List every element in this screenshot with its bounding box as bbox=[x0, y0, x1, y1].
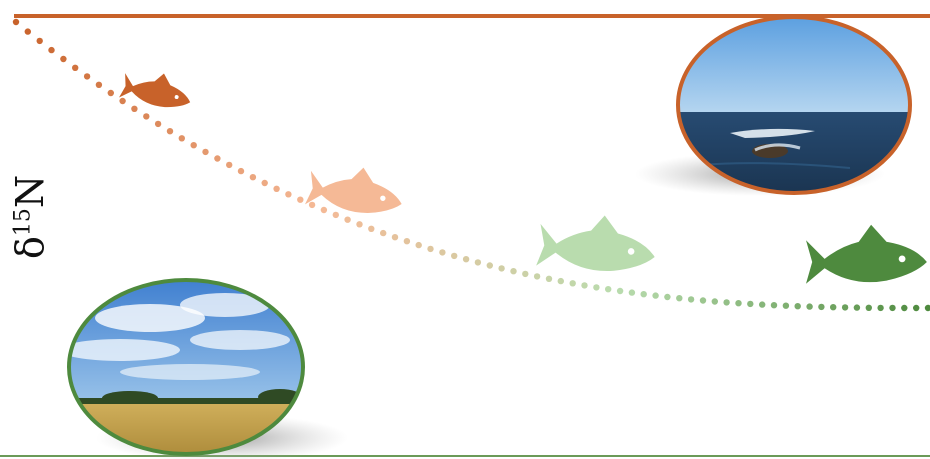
trajectory-dot bbox=[332, 211, 339, 219]
trajectory-dot bbox=[344, 216, 351, 223]
trajectory-dot bbox=[924, 304, 930, 312]
trajectory-dot bbox=[652, 292, 659, 299]
trajectory-dot bbox=[24, 28, 31, 35]
element-symbol: N bbox=[8, 174, 52, 209]
trajectory-dot bbox=[747, 300, 754, 308]
trajectory-dot bbox=[664, 293, 671, 301]
trajectory-dot bbox=[403, 238, 411, 245]
trajectory-dot bbox=[853, 304, 861, 311]
trajectory-dot bbox=[877, 304, 884, 312]
trajectory-dot bbox=[273, 185, 280, 192]
trajectory-dot bbox=[735, 300, 742, 307]
trajectory-dot bbox=[830, 304, 837, 311]
trajectory-dot bbox=[83, 73, 91, 80]
trajectory-dot bbox=[214, 155, 221, 162]
trajectory-dot bbox=[439, 249, 446, 256]
terrestrial-photo-border bbox=[67, 278, 305, 456]
trajectory-dot bbox=[687, 296, 695, 303]
trajectory-dot bbox=[48, 46, 55, 54]
trophic-trajectory-dots bbox=[12, 18, 930, 312]
trajectory-dot bbox=[356, 221, 363, 228]
trajectory-dot bbox=[60, 55, 67, 63]
trajectory-dot bbox=[190, 142, 197, 149]
trajectory-dot bbox=[72, 64, 79, 72]
trajectory-dot bbox=[569, 280, 576, 287]
trajectory-dot bbox=[759, 301, 766, 308]
trajectory-dot bbox=[616, 287, 624, 295]
trajectory-dot bbox=[131, 105, 138, 113]
trajectory-dot bbox=[545, 275, 553, 282]
isotope-mass-superscript: 15 bbox=[10, 208, 36, 237]
trajectory-dot bbox=[249, 174, 257, 181]
trajectory-dot bbox=[711, 298, 718, 305]
trajectory-dot bbox=[676, 295, 683, 302]
marine-photo-border bbox=[676, 15, 912, 195]
trajectory-dot bbox=[143, 113, 150, 120]
trajectory-dot bbox=[285, 191, 292, 198]
fish-icon-low bbox=[806, 224, 927, 284]
trajectory-dot bbox=[226, 161, 233, 169]
trajectory-dot bbox=[36, 37, 43, 45]
trajectory-dot bbox=[486, 262, 493, 269]
trajectory-dot bbox=[462, 256, 470, 263]
trajectory-dot bbox=[913, 304, 920, 312]
trajectory-dot bbox=[95, 81, 103, 89]
trajectory-dot bbox=[320, 206, 328, 214]
trajectory-dot bbox=[841, 304, 849, 311]
trajectory-dot bbox=[865, 304, 872, 311]
trajectory-dot bbox=[308, 201, 316, 209]
trajectory-dot bbox=[581, 282, 588, 289]
trajectory-dot bbox=[119, 97, 126, 105]
trajectory-dot bbox=[107, 89, 115, 97]
trajectory-dot bbox=[901, 304, 908, 312]
fish-icon-mid-high bbox=[304, 167, 402, 213]
trajectory-dot bbox=[261, 179, 268, 187]
trajectory-dot bbox=[557, 277, 564, 285]
trajectory-dot bbox=[166, 128, 174, 135]
fish-icon-mid-low bbox=[536, 215, 655, 272]
trajectory-dot bbox=[237, 167, 245, 175]
trajectory-dot bbox=[794, 303, 801, 310]
trajectory-dot bbox=[533, 273, 541, 280]
trajectory-dot bbox=[605, 286, 612, 293]
trajectory-dot bbox=[699, 297, 707, 304]
trajectory-dot bbox=[782, 302, 790, 309]
trajectory-dot bbox=[628, 289, 636, 296]
trajectory-dot bbox=[202, 148, 209, 156]
delta-symbol: δ bbox=[8, 236, 52, 259]
trajectory-dot bbox=[723, 299, 730, 306]
trajectory-dot bbox=[889, 304, 896, 312]
trajectory-dot bbox=[593, 284, 600, 291]
trajectory-dot bbox=[818, 303, 825, 311]
trajectory-dot bbox=[391, 234, 399, 241]
trajectory-dot bbox=[368, 225, 375, 232]
trajectory-dot bbox=[427, 245, 434, 253]
delta-15n-axis-label: δ15N bbox=[8, 175, 52, 259]
trajectory-dot bbox=[640, 291, 647, 298]
fish-icon-high-trophic bbox=[119, 73, 191, 108]
trajectory-dot bbox=[380, 229, 387, 237]
terrestrial-habitat-photo bbox=[67, 278, 348, 459]
trajectory-dot bbox=[770, 302, 778, 309]
trajectory-dot bbox=[474, 259, 482, 266]
trajectory-dot bbox=[498, 265, 505, 272]
marine-habitat-photo bbox=[635, 15, 912, 196]
trajectory-dot bbox=[522, 270, 529, 278]
trajectory-dot bbox=[806, 303, 813, 310]
trajectory-dot bbox=[510, 268, 517, 275]
trajectory-dot bbox=[297, 196, 304, 203]
trajectory-dot bbox=[415, 241, 422, 249]
trajectory-dot bbox=[178, 135, 185, 142]
trajectory-dot bbox=[451, 252, 458, 260]
trajectory-dot bbox=[12, 18, 20, 26]
trajectory-dot bbox=[154, 120, 162, 128]
